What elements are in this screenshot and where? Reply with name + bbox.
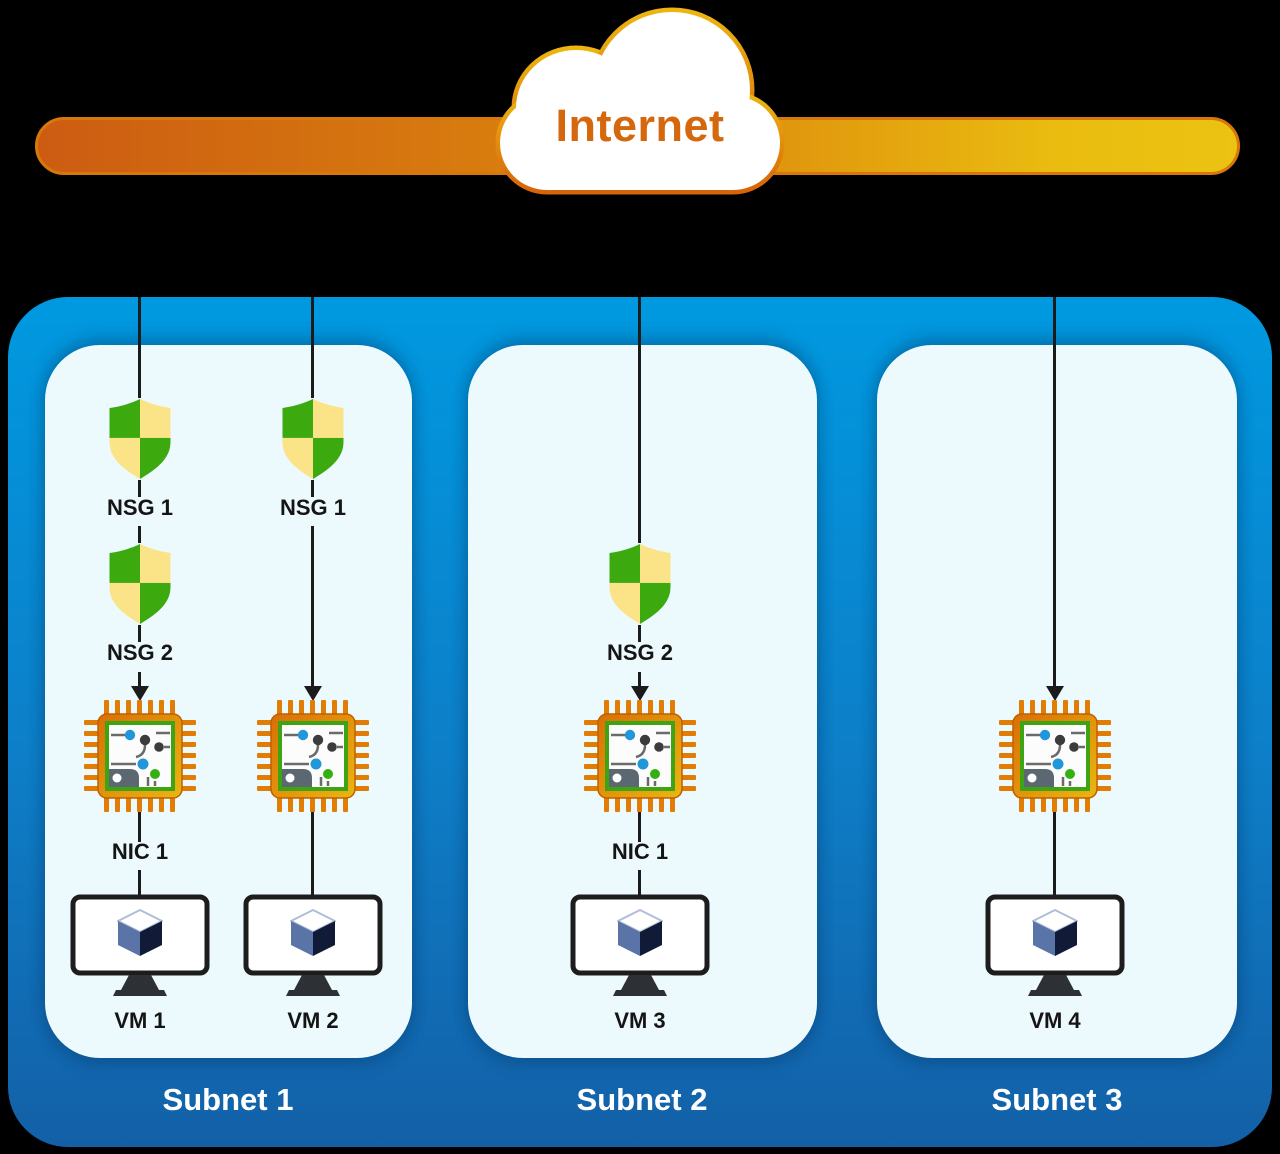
internet-label: Internet (555, 100, 725, 151)
vm-icon (70, 894, 210, 998)
nic-label: NIC 1 (111, 839, 169, 864)
arrow-down-icon (1046, 686, 1064, 701)
nsg-label: NSG 2 (106, 640, 174, 665)
nic-icon (257, 700, 369, 812)
connector-line (311, 480, 314, 497)
nsg-icon (106, 543, 174, 625)
nic-icon (84, 700, 196, 812)
nsg-label: NSG 2 (606, 640, 674, 665)
subnet-1-label: Subnet 1 (162, 1082, 294, 1117)
connector-line (138, 480, 141, 497)
vm-label: VM 3 (614, 1008, 666, 1033)
vm-icon (243, 894, 383, 998)
connector-line (638, 625, 641, 642)
arrow-down-icon (631, 686, 649, 701)
connector-line (311, 297, 314, 398)
cloud-icon (495, 7, 785, 195)
vm-label: VM 1 (114, 1008, 166, 1033)
nsg-label: NSG 1 (279, 495, 347, 520)
connector-line (638, 870, 641, 896)
nsg-icon (106, 398, 174, 480)
connector-line (311, 526, 314, 687)
connector-line (138, 672, 141, 687)
subnet-2-label: Subnet 2 (576, 1082, 708, 1117)
connector-line (138, 625, 141, 642)
nic-label: NIC 1 (611, 839, 669, 864)
connector-line (638, 672, 641, 687)
vm-icon (570, 894, 710, 998)
arrow-down-icon (131, 686, 149, 701)
connector-line (638, 812, 641, 842)
connector-line (1053, 812, 1056, 896)
connector-line (138, 812, 141, 842)
vm-label: VM 2 (287, 1008, 339, 1033)
nsg-label: NSG 1 (106, 495, 174, 520)
connector-line (138, 526, 141, 543)
nic-icon (584, 700, 696, 812)
subnet-3-label: Subnet 3 (991, 1082, 1123, 1117)
connector-line (1053, 297, 1056, 687)
vm-icon (985, 894, 1125, 998)
connector-line (638, 297, 641, 543)
arrow-down-icon (304, 686, 322, 701)
connector-line (311, 812, 314, 896)
vm-label: VM 4 (1029, 1008, 1081, 1033)
internet-cloud: Internet (492, 4, 788, 196)
nsg-icon (279, 398, 347, 480)
nsg-icon (606, 543, 674, 625)
nic-icon (999, 700, 1111, 812)
connector-line (138, 297, 141, 398)
connector-line (138, 870, 141, 896)
